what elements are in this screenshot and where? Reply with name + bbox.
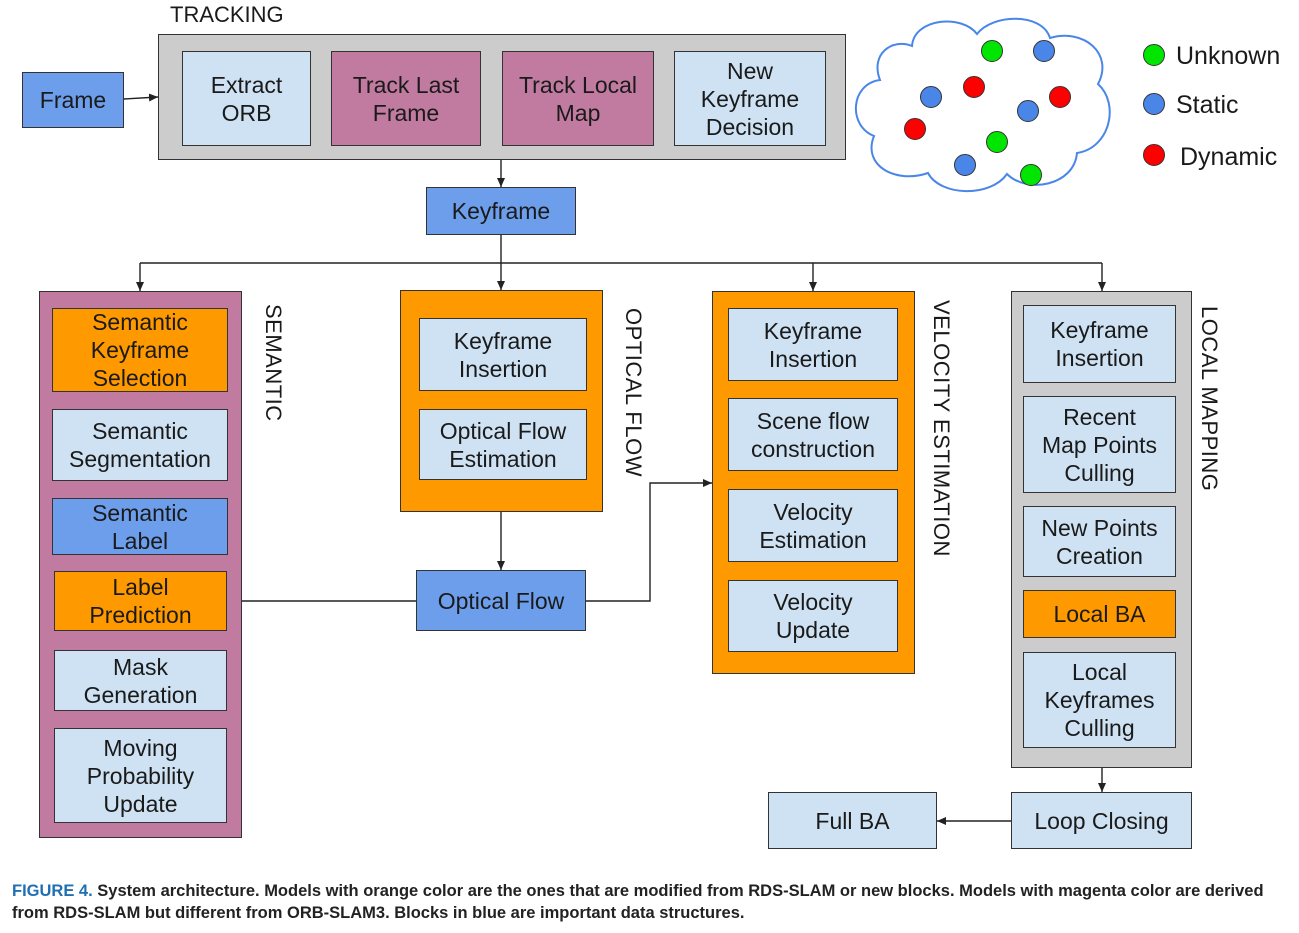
keyframe-box: Keyframe (426, 187, 576, 235)
extract-orb-box: Extract ORB (182, 51, 311, 146)
recent-map-points-culling-box: Recent Map Points Culling (1023, 396, 1176, 493)
lm-keyframe-insertion-box: Keyframe Insertion (1023, 305, 1176, 383)
velocity-update-box: Velocity Update (728, 580, 898, 652)
tracking-label: TRACKING (170, 2, 284, 27)
ve-keyframe-insertion-box: Keyframe Insertion (728, 308, 898, 381)
semantic-label-box: Semantic Label (52, 498, 228, 555)
optical-flow-estimation-box: Optical Flow Estimation (419, 409, 587, 480)
full-ba-box: Full BA (768, 792, 937, 849)
unknown-point (986, 131, 1008, 153)
dynamic-point (963, 76, 985, 98)
static-point (954, 154, 976, 176)
figure-label: FIGURE 4. (12, 882, 93, 900)
dynamic-point (1049, 86, 1071, 108)
local-keyframes-culling-box: Local Keyframes Culling (1023, 652, 1176, 748)
unknown-point (1020, 164, 1042, 186)
frame-box: Frame (22, 72, 124, 128)
semantic-segmentation-box: Semantic Segmentation (52, 409, 228, 481)
legend-dynamic-dot (1143, 144, 1165, 166)
new-points-creation-box: New Points Creation (1023, 506, 1176, 577)
semantic-keyframe-selection-box: Semantic Keyframe Selection (52, 308, 228, 392)
label-prediction-box: Label Prediction (54, 571, 227, 631)
unknown-point (981, 40, 1003, 62)
static-point (1033, 40, 1055, 62)
legend-unknown-dot (1143, 44, 1165, 66)
velocity-estimation-box: Velocity Estimation (728, 489, 898, 562)
of-keyframe-insertion-box: Keyframe Insertion (419, 318, 587, 391)
scene-flow-construction-box: Scene flow construction (728, 398, 898, 471)
local-ba-box: Local BA (1023, 590, 1176, 638)
optical-flow-to-velocity-arrow (586, 479, 712, 602)
frame-to-tracking-arrow (123, 93, 159, 102)
static-point (1017, 100, 1039, 122)
point-cloud (854, 17, 1111, 193)
semantic-label: SEMANTIC (261, 304, 286, 422)
dynamic-point (904, 118, 926, 140)
caption-text: System architecture. Models with orange … (12, 882, 1264, 922)
velocity-estimation-label: VELOCITY ESTIMATION (929, 300, 954, 557)
legend-unknown-label: Unknown (1176, 42, 1281, 70)
optical-flow-label: OPTICAL FLOW (621, 308, 646, 477)
local-mapping-label: LOCAL MAPPING (1197, 306, 1222, 492)
legend-static-label: Static (1176, 91, 1239, 119)
mask-generation-box: Mask Generation (54, 650, 227, 711)
loop-closing-box: Loop Closing (1011, 792, 1192, 849)
legend-static-dot (1143, 93, 1165, 115)
new-keyframe-decision-box: New Keyframe Decision (674, 51, 826, 146)
legend-dynamic-label: Dynamic (1180, 143, 1278, 171)
track-local-map-box: Track Local Map (502, 51, 654, 146)
cloud-shape (854, 17, 1111, 193)
figure-caption: FIGURE 4. System architecture. Models wi… (12, 880, 1292, 924)
static-point (920, 86, 942, 108)
track-last-frame-box: Track Last Frame (331, 51, 481, 146)
optical-flow-box: Optical Flow (416, 570, 586, 631)
moving-probability-update-box: Moving Probability Update (54, 728, 227, 823)
